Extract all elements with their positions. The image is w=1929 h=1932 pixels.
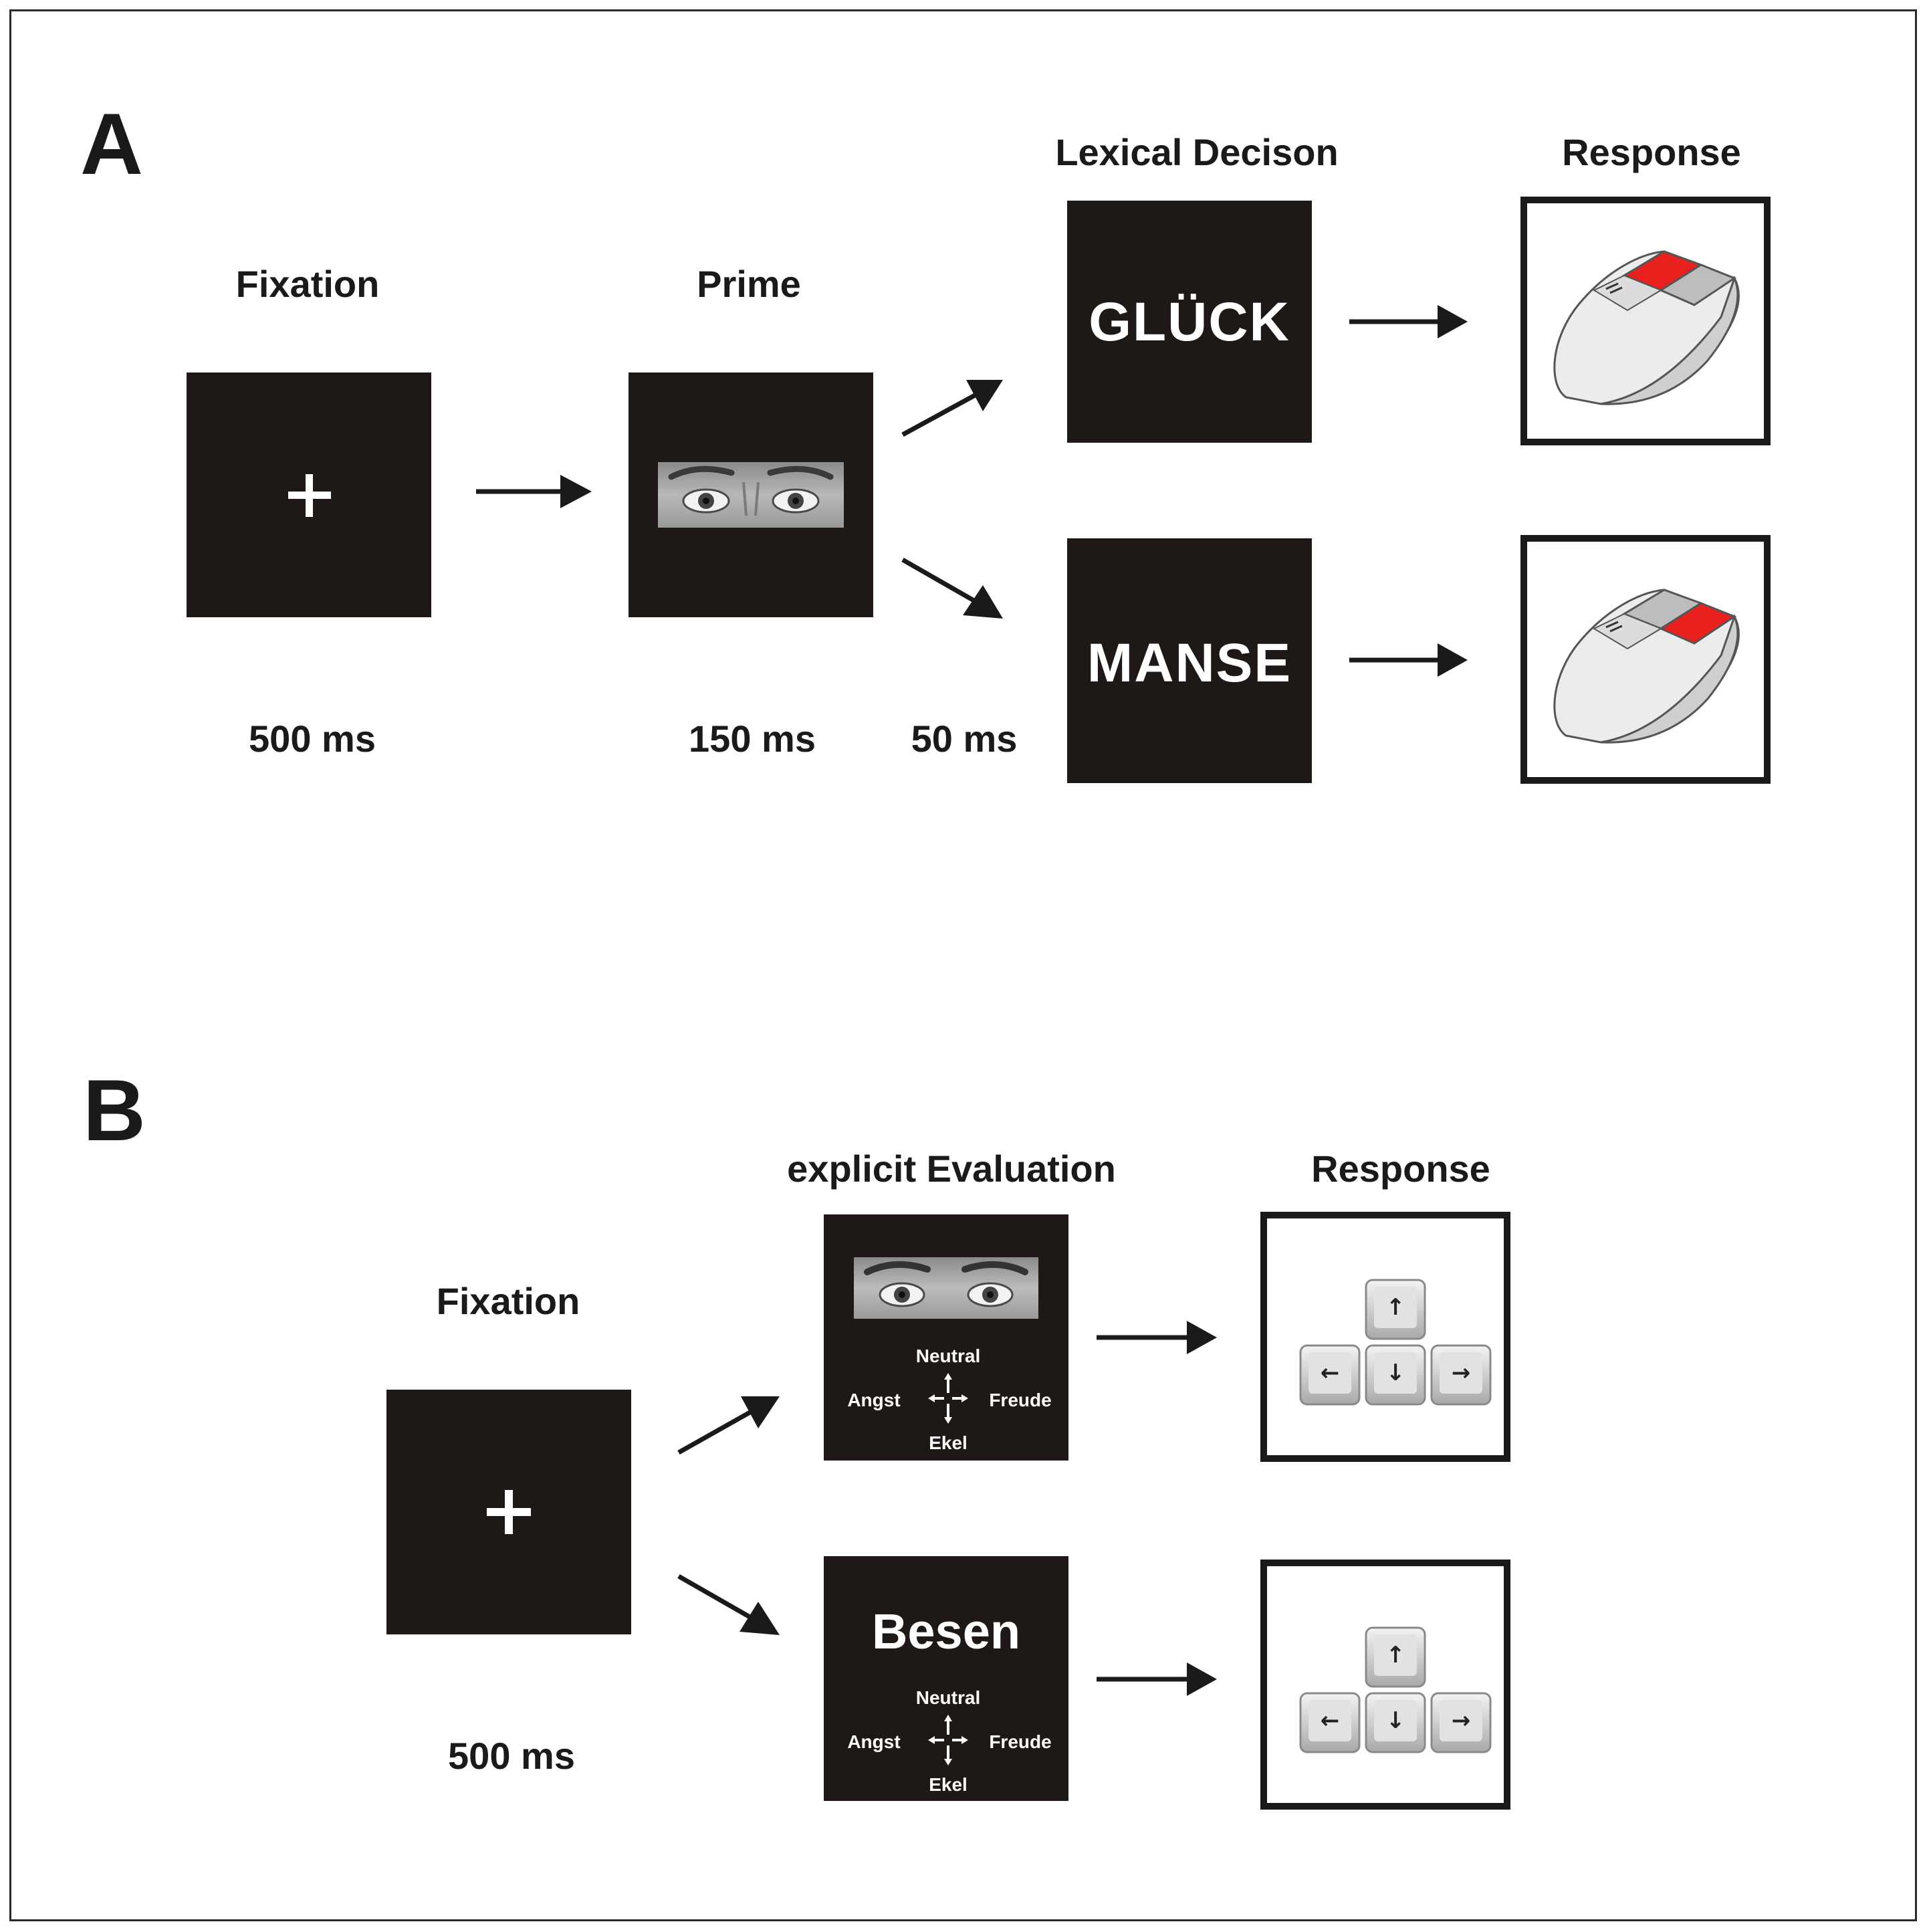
panel-b-fixation-screen bbox=[386, 1390, 631, 1634]
panel-b-fixation-title: Fixation bbox=[436, 1280, 580, 1322]
key-up-arrow-icon: ↑ bbox=[1386, 1642, 1405, 1669]
arrowhead-icon bbox=[1187, 1321, 1217, 1354]
option-neutral-label: Neutral bbox=[915, 1346, 981, 1366]
panel-a-word-screen-bottom: MANSE bbox=[1067, 538, 1312, 783]
panel-a-prime-duration: 150 ms bbox=[689, 718, 816, 760]
option-neutral-label: Neutral bbox=[915, 1687, 981, 1708]
mouse-right-click-icon bbox=[1553, 588, 1740, 744]
key-right-arrow-icon: → bbox=[1452, 1707, 1471, 1734]
option-freude-label: Freude bbox=[989, 1390, 1052, 1410]
fearful-eyes-image bbox=[854, 1257, 1038, 1319]
arrowhead-icon bbox=[1438, 643, 1468, 677]
panel-a-lexical-title: Lexical Decison bbox=[1055, 131, 1339, 173]
evaluation-word: Besen bbox=[871, 1604, 1021, 1659]
target-word-top: GLÜCK bbox=[1089, 292, 1290, 352]
fearful-eyes-image bbox=[658, 462, 844, 528]
figure-border bbox=[9, 9, 1917, 1921]
panel-b-evaluation-screen-face: Neutral Angst Freude Ekel bbox=[824, 1214, 1068, 1461]
four-way-arrows-icon bbox=[928, 1373, 968, 1424]
panel-a-letter: A bbox=[80, 95, 143, 193]
panel-b-evaluation-title: explicit Evaluation bbox=[787, 1148, 1116, 1190]
panel-b-response-title: Response bbox=[1311, 1148, 1490, 1190]
mouse-left-click-icon bbox=[1553, 250, 1740, 405]
arrowhead-icon bbox=[963, 585, 1003, 619]
fixation-cross-icon-vertical bbox=[306, 474, 313, 517]
arrow-prime-to-word-top bbox=[901, 392, 978, 437]
panel-a-response-title: Response bbox=[1562, 131, 1741, 173]
key-down-arrow-icon: ↓ bbox=[1386, 1360, 1405, 1386]
panel-b-evaluation-screen-word: Besen Neutral Angst Freude Ekel bbox=[824, 1556, 1068, 1801]
arrow-prime-to-word-bottom bbox=[901, 557, 978, 605]
key-left-arrow-icon: ← bbox=[1321, 1707, 1340, 1734]
arrowhead-icon bbox=[966, 380, 1003, 411]
key-down-arrow-icon: ↓ bbox=[1386, 1707, 1405, 1734]
key-right-arrow-icon: → bbox=[1452, 1360, 1471, 1386]
panel-a-fixation-title: Fixation bbox=[235, 263, 380, 305]
panel-a-fixation-screen bbox=[187, 372, 431, 617]
panel-a-fixation-duration: 500 ms bbox=[249, 718, 376, 760]
panel-a-prime-title: Prime bbox=[697, 263, 801, 305]
arrow-fixation-to-face-evaluation bbox=[677, 1408, 754, 1455]
arrowhead-icon bbox=[560, 475, 592, 508]
four-way-arrows-icon bbox=[928, 1715, 968, 1765]
target-word-bottom: MANSE bbox=[1087, 633, 1292, 693]
key-up-arrow-icon: ↑ bbox=[1386, 1294, 1405, 1321]
fixation-cross-icon-vertical bbox=[505, 1490, 513, 1534]
key-left-arrow-icon: ← bbox=[1321, 1360, 1340, 1386]
panel-a-response-box-top bbox=[1520, 197, 1771, 445]
panel-b-response-box-bottom: ↑ ← ↓ → bbox=[1260, 1560, 1510, 1810]
option-ekel-label: Ekel bbox=[929, 1432, 968, 1453]
panel-b-response-box-top: ↑ ← ↓ → bbox=[1260, 1212, 1510, 1462]
panel-a-word-screen-top: GLÜCK bbox=[1067, 201, 1312, 443]
arrow-fixation-to-word-evaluation bbox=[677, 1574, 754, 1621]
panel-a-response-box-bottom bbox=[1520, 535, 1771, 784]
arrowhead-icon bbox=[740, 1602, 780, 1635]
panel-b-letter: B bbox=[83, 1061, 146, 1159]
panel-b-fixation-duration: 500 ms bbox=[448, 1735, 575, 1777]
panel-a-isi-duration: 50 ms bbox=[911, 718, 1018, 760]
arrowhead-icon bbox=[1438, 305, 1468, 338]
option-freude-label: Freude bbox=[989, 1731, 1052, 1752]
arrow-keys-icon: ↑ ← ↓ → bbox=[1299, 1279, 1492, 1406]
arrowhead-icon bbox=[741, 1396, 780, 1428]
arrowhead-icon bbox=[1187, 1662, 1217, 1696]
panel-a-prime-screen bbox=[629, 372, 873, 617]
option-angst-label: Angst bbox=[847, 1390, 901, 1410]
option-ekel-label: Ekel bbox=[929, 1774, 968, 1795]
arrow-keys-icon: ↑ ← ↓ → bbox=[1299, 1626, 1492, 1753]
option-angst-label: Angst bbox=[847, 1731, 901, 1752]
